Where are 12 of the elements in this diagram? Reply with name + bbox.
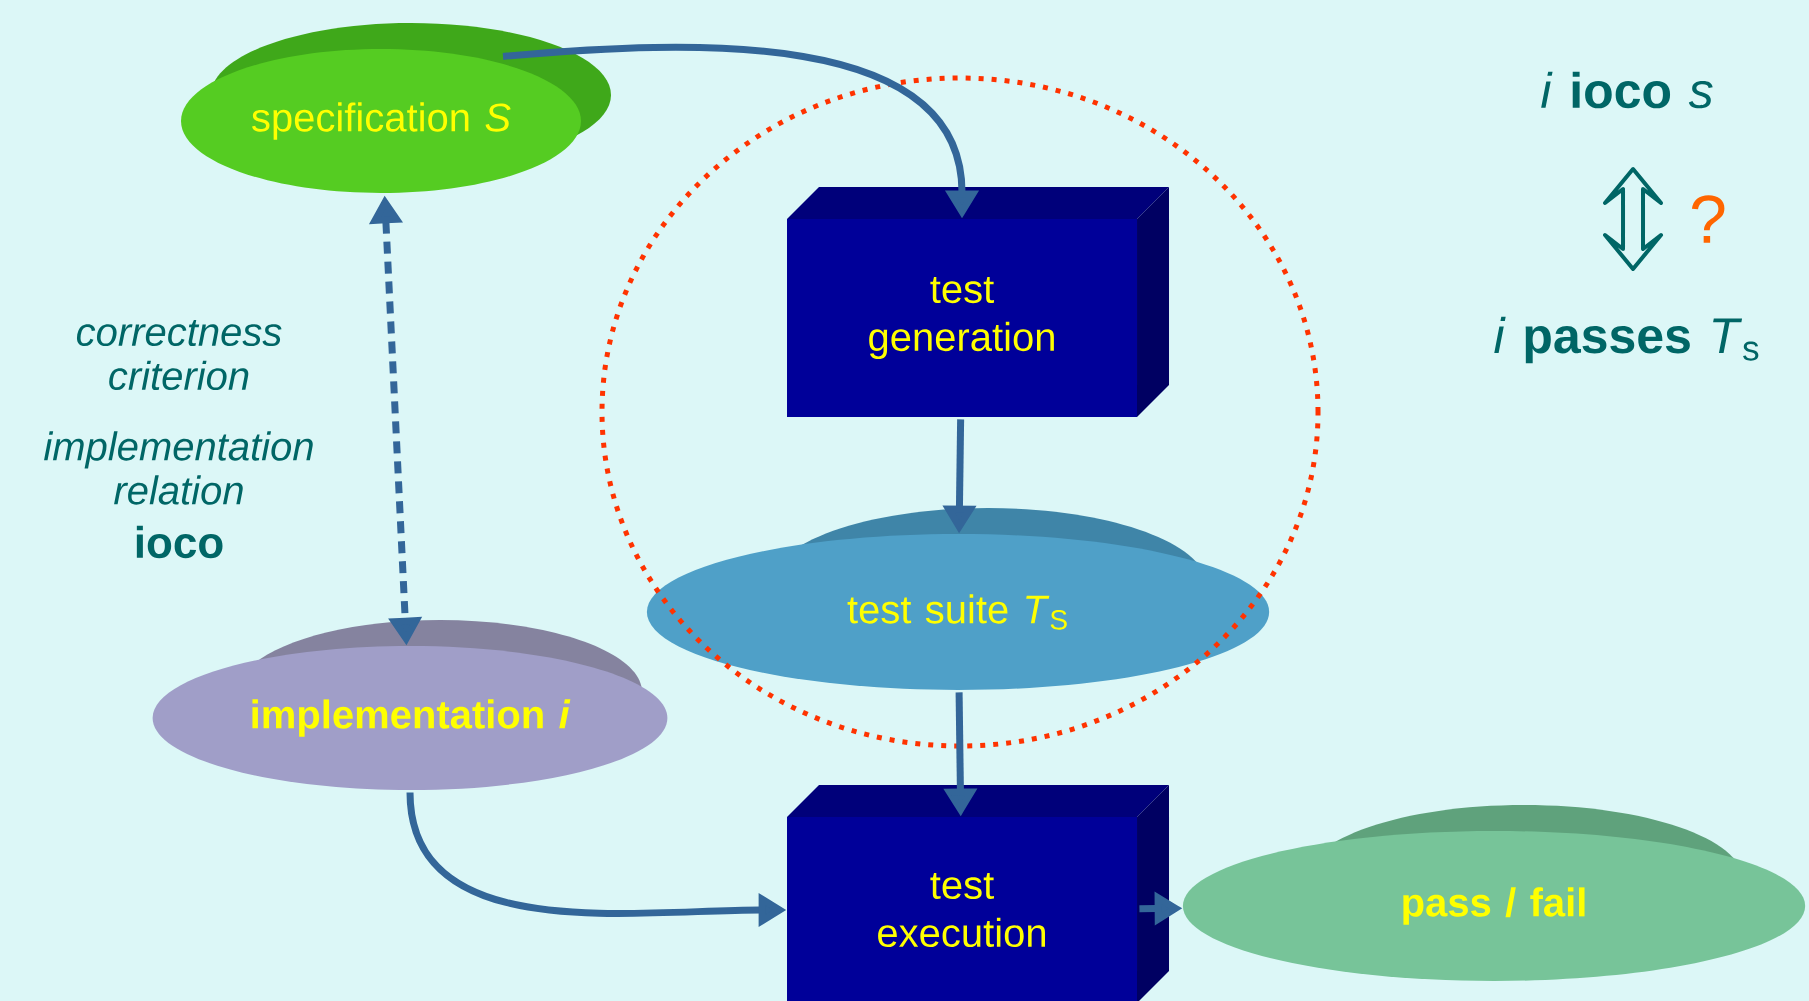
process-box: test generation bbox=[787, 187, 1169, 417]
ellipse-disc: specification S bbox=[181, 23, 611, 193]
question-mark: ? bbox=[1691, 195, 1725, 243]
formula-text: i passes T$_{s}$ bbox=[1494, 316, 1759, 364]
annotation-text: implementation relation bbox=[44, 431, 313, 505]
ellipse-disc: pass / fail bbox=[1182, 805, 1806, 981]
formula-text: i ioco s bbox=[1541, 71, 1713, 109]
annotation-text: correctness criterion bbox=[76, 319, 282, 391]
ellipse-disc: implementation i bbox=[152, 620, 668, 790]
relation-name: ioco bbox=[136, 525, 223, 559]
ellipse-disc: test suite T$_{S}$ bbox=[646, 508, 1270, 690]
process-box: test execution bbox=[787, 785, 1169, 1001]
